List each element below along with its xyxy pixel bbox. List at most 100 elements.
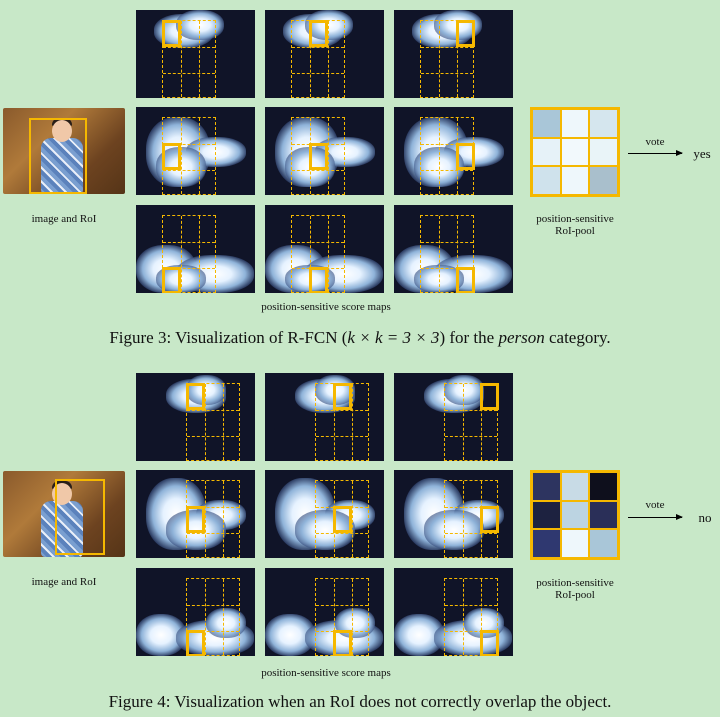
roi-dashed-grid [186, 578, 240, 656]
pool-cell [532, 109, 561, 138]
grid-line [205, 481, 206, 557]
grid-line [463, 481, 464, 557]
score-maps-label: position-sensitive score maps [261, 667, 391, 679]
grid-line [481, 384, 482, 460]
grid-line [439, 216, 440, 292]
grid-line [445, 436, 497, 437]
grid-line [421, 47, 473, 48]
roi-pool-label-line2: RoI-pool [555, 589, 595, 601]
roi-dashed-grid [186, 383, 240, 461]
grid-line [292, 73, 344, 74]
grid-line [316, 605, 368, 606]
roi-pool-label: position-sensitive RoI-pool [518, 577, 632, 601]
grid-line [421, 170, 473, 171]
highlighted-bin [456, 267, 475, 293]
grid-line [187, 631, 239, 632]
grid-line [445, 507, 497, 508]
highlighted-bin [456, 143, 475, 170]
score-map [265, 205, 384, 293]
grid-line [457, 21, 458, 97]
input-image [3, 471, 125, 557]
roi-dashed-grid [420, 20, 474, 98]
grid-line [163, 47, 215, 48]
grid-line [316, 436, 368, 437]
grid-line [310, 21, 311, 97]
vote-arrow [628, 514, 683, 520]
grid-line [457, 216, 458, 292]
score-map [394, 470, 513, 558]
highlighted-bin [309, 143, 328, 170]
grid-line [316, 410, 368, 411]
roi-pool-grid [530, 107, 620, 197]
pool-cell [589, 166, 618, 195]
highlighted-bin [186, 630, 205, 656]
grid-line [445, 605, 497, 606]
highlighted-bin [162, 143, 181, 170]
grid-line [187, 605, 239, 606]
figure-4-caption: Figure 4: Visualization when an RoI does… [108, 692, 612, 711]
pool-cell [560, 109, 590, 138]
grid-line [328, 216, 329, 292]
grid-line [199, 21, 200, 97]
vote-label: vote [645, 499, 665, 511]
highlighted-bin [333, 383, 352, 410]
grid-line [292, 170, 344, 171]
grid-line [463, 579, 464, 655]
figure-3-caption: Figure 3: Visualization of R-FCN (k × k … [0, 328, 720, 348]
grid-line [421, 242, 473, 243]
pool-cell [560, 166, 590, 195]
highlighted-bin [309, 20, 328, 47]
figure-3: image and RoI position-sensitive score m… [0, 10, 720, 348]
grid-line [328, 118, 329, 194]
caption-math: k × k = 3 × 3 [347, 328, 440, 347]
pool-cell [589, 472, 618, 501]
highlighted-bin [186, 506, 205, 533]
grid-line [163, 73, 215, 74]
score-map [136, 205, 255, 293]
input-image [3, 108, 125, 194]
pool-cell [532, 529, 561, 558]
roi-dashed-grid [444, 578, 498, 656]
score-map [394, 205, 513, 293]
grid-line [187, 410, 239, 411]
grid-line [205, 579, 206, 655]
grid-line [181, 21, 182, 97]
score-map [265, 470, 384, 558]
highlighted-bin [480, 630, 499, 656]
grid-line [316, 533, 368, 534]
activation-blob [305, 10, 353, 40]
score-map [136, 10, 255, 98]
pool-cell [560, 500, 590, 530]
caption-category: person [498, 328, 545, 347]
roi-box [29, 118, 87, 194]
score-map [265, 10, 384, 98]
pool-cell [589, 500, 618, 530]
highlighted-bin [333, 630, 352, 656]
grid-line [334, 579, 335, 655]
roi-pool-label-line1: position-sensitive [536, 577, 614, 589]
score-maps-label: position-sensitive score maps [261, 301, 391, 313]
caption-suffix: category. [544, 328, 611, 347]
score-map [136, 568, 255, 656]
pool-cell [589, 529, 618, 558]
grid-line [187, 436, 239, 437]
pool-cell [532, 137, 561, 167]
roi-pool-label-line1: position-sensitive [536, 213, 614, 225]
score-map [394, 568, 513, 656]
highlighted-bin [480, 383, 499, 410]
highlighted-bin [309, 267, 328, 293]
grid-line [181, 118, 182, 194]
grid-line [439, 21, 440, 97]
highlighted-bin [480, 506, 499, 533]
pool-cell [589, 109, 618, 138]
pool-cell [532, 500, 561, 530]
roi-pool-label: position-sensitive RoI-pool [518, 213, 632, 237]
vote-label: vote [645, 136, 665, 148]
grid-line [223, 481, 224, 557]
highlighted-bin [456, 20, 475, 47]
grid-line [292, 47, 344, 48]
grid-line [352, 579, 353, 655]
highlighted-bin [186, 383, 205, 410]
score-map [136, 470, 255, 558]
grid-line [292, 242, 344, 243]
